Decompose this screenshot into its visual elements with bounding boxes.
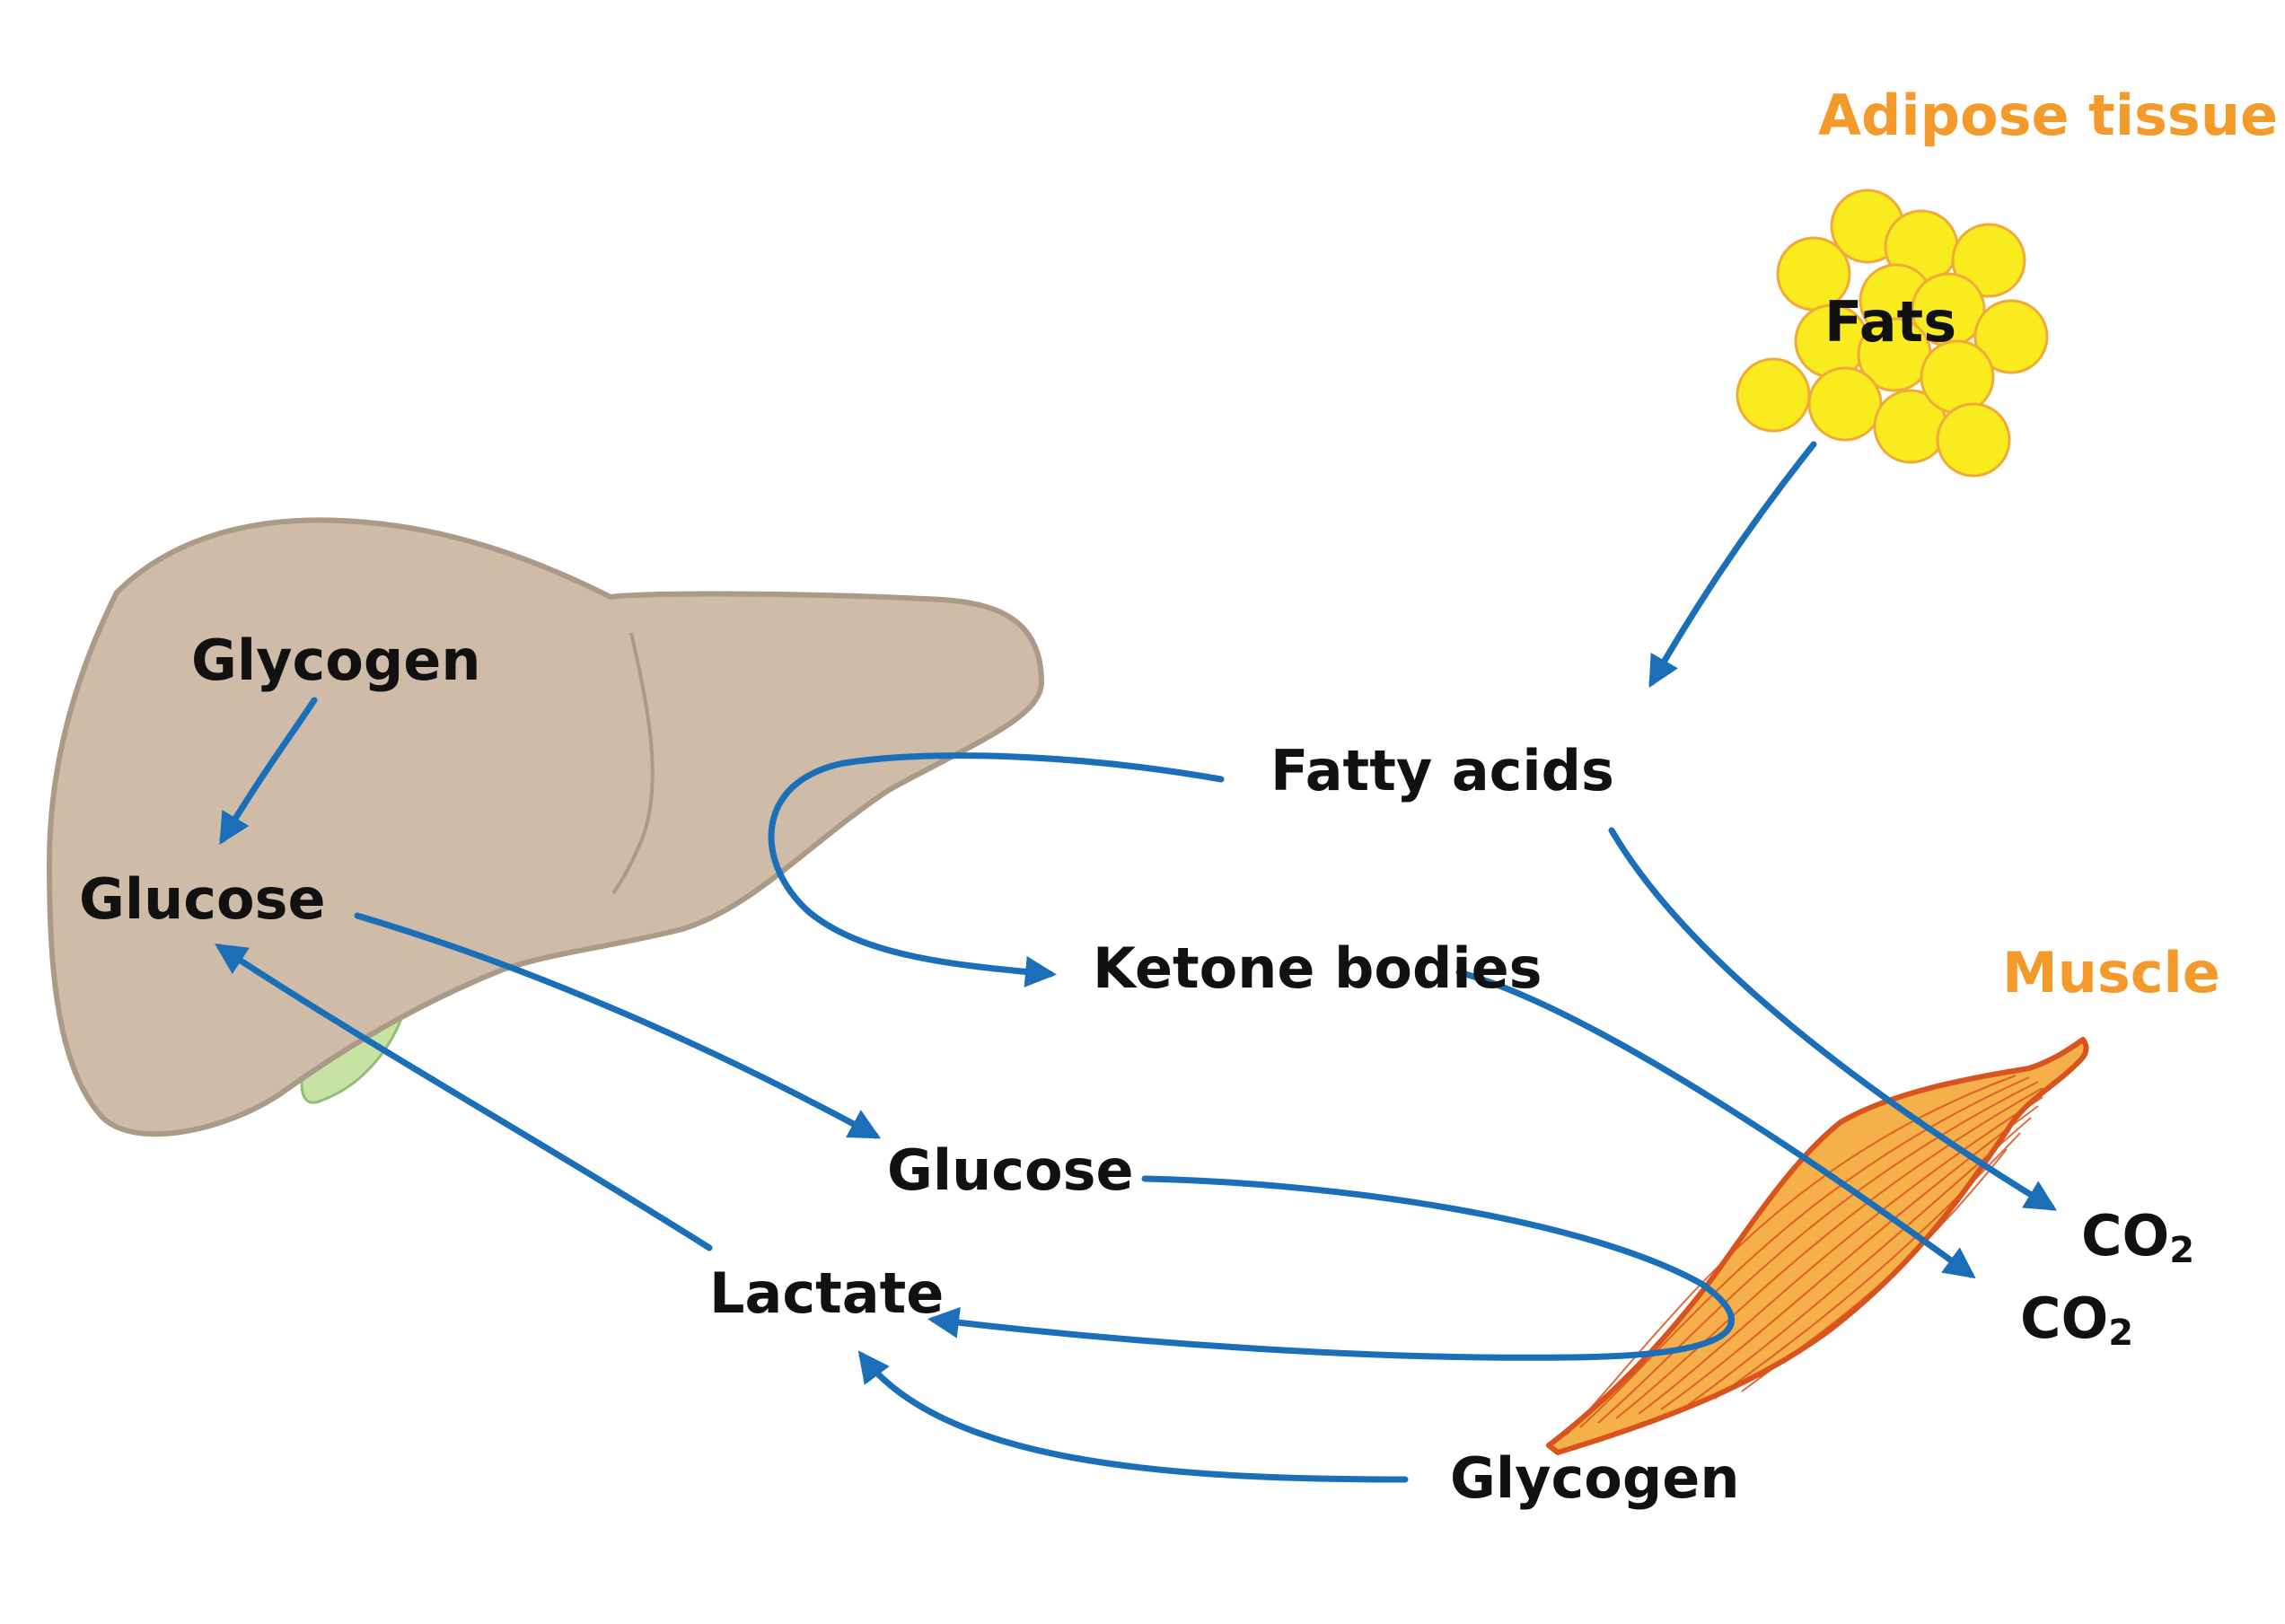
blood-glucose-label: Glucose (887, 1137, 1134, 1203)
adipose-tissue-label: Adipose tissue (1818, 83, 2278, 148)
co2-label-upper: CO2 (2081, 1203, 2194, 1271)
arrow-glucose-to-lactate-via-muscle (927, 1175, 1735, 1361)
liver-icon (46, 517, 1045, 1137)
arrow-fatty-acids-to-ketone-bodies (768, 752, 1225, 988)
fatty-acids-label: Fatty acids (1270, 738, 1614, 803)
arrow-lactate-to-liver-glucose (215, 944, 713, 1251)
ketone-bodies-label: Ketone bodies (1093, 935, 1542, 1001)
muscle-label: Muscle (2002, 940, 2220, 1005)
arrow-fats-to-fatty-acids (1648, 441, 1817, 689)
arrow-ketone-bodies-to-co2 (1455, 969, 1976, 1279)
arrow-muscle-glycogen-to-lactate (857, 1350, 1409, 1483)
arrow-liver-glycogen-to-glucose (219, 697, 318, 846)
muscle-glycogen-label: Glycogen (1450, 1445, 1739, 1511)
liver-fissure-line (611, 632, 655, 895)
muscle-icon (1546, 1037, 2089, 1455)
lactate-label: Lactate (709, 1260, 944, 1326)
co2-label-lower: CO2 (2020, 1286, 2133, 1354)
liver-glucose-label: Glucose (79, 866, 326, 932)
arrow-fatty-acids-to-co2 (1608, 827, 2057, 1211)
fat-cells-icon (1736, 189, 2049, 478)
arrow-liver-glucose-to-blood-glucose (354, 912, 882, 1139)
liver-glycogen-label: Glycogen (191, 628, 480, 693)
fats-label: Fats (1824, 289, 1956, 355)
